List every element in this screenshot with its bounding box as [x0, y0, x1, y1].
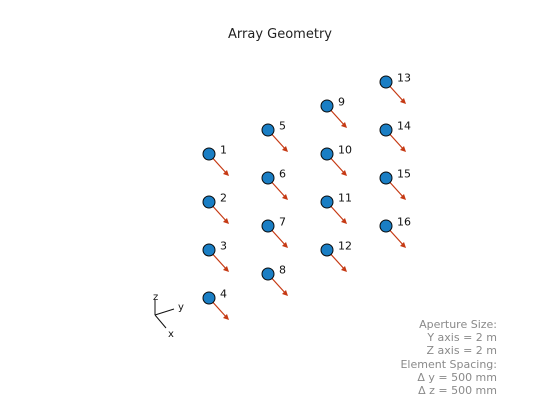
- array-element: 6: [261, 168, 288, 200]
- element-arrowhead: [400, 146, 406, 152]
- axes-triad: z y x: [153, 292, 184, 340]
- element-marker: [261, 123, 275, 137]
- element-arrowhead: [223, 266, 229, 272]
- array-element: 9: [320, 96, 347, 128]
- element-marker: [320, 99, 334, 113]
- array-element: 1: [202, 144, 229, 176]
- triad-x-label: x: [168, 329, 174, 340]
- element-marker: [261, 219, 275, 233]
- element-spacing-heading: Element Spacing:: [400, 357, 497, 371]
- triad-x-axis: [154, 314, 167, 329]
- element-label: 10: [338, 144, 352, 157]
- array-element: 13: [379, 72, 411, 104]
- element-arrowhead: [223, 218, 229, 224]
- element-marker: [379, 171, 393, 185]
- element-label: 16: [397, 216, 411, 229]
- aperture-y-axis: Y axis = 2 m: [427, 331, 497, 345]
- element-marker: [261, 171, 275, 185]
- array-element: 12: [320, 240, 352, 272]
- element-arrowhead: [400, 98, 406, 104]
- element-label: 3: [220, 240, 227, 253]
- element-marker: [202, 243, 216, 257]
- element-arrowhead: [282, 146, 288, 152]
- element-arrowhead: [223, 170, 229, 176]
- element-arrowhead: [223, 314, 229, 320]
- element-arrowhead: [341, 218, 347, 224]
- element-marker: [379, 219, 393, 233]
- array-element: 7: [261, 216, 288, 248]
- aperture-size-heading: Aperture Size:: [419, 318, 497, 331]
- element-marker: [202, 195, 216, 209]
- triad-y-axis: [154, 308, 175, 316]
- element-marker: [320, 195, 334, 209]
- element-label: 4: [220, 288, 227, 301]
- element-marker: [261, 267, 275, 281]
- element-arrowhead: [341, 266, 347, 272]
- array-element: 16: [379, 216, 411, 248]
- element-marker: [320, 147, 334, 161]
- array-element: 10: [320, 144, 352, 176]
- element-label: 15: [397, 168, 411, 181]
- element-label: 7: [279, 216, 286, 229]
- element-marker: [202, 147, 216, 161]
- element-label: 9: [338, 96, 345, 109]
- element-arrowhead: [400, 242, 406, 248]
- array-element: 15: [379, 168, 411, 200]
- array-element: 5: [261, 120, 288, 152]
- triad-y-label: y: [178, 302, 184, 313]
- array-element: 2: [202, 192, 229, 224]
- element-label: 14: [397, 120, 411, 133]
- element-arrowhead: [282, 194, 288, 200]
- element-label: 6: [279, 168, 286, 181]
- spacing-delta-z: Δ z = 500 mm: [418, 384, 497, 398]
- element-label: 5: [279, 120, 286, 133]
- array-element: 4: [202, 288, 229, 320]
- element-arrowhead: [282, 290, 288, 296]
- element-arrowhead: [341, 122, 347, 128]
- array-element: 3: [202, 240, 229, 272]
- array-element: 8: [261, 264, 288, 296]
- array-element: 11: [320, 192, 352, 224]
- element-label: 8: [279, 264, 286, 277]
- element-marker: [320, 243, 334, 257]
- aperture-z-axis: Z axis = 2 m: [426, 344, 498, 358]
- element-marker: [202, 291, 216, 305]
- array-element: 14: [379, 120, 411, 152]
- plot-title: Array Geometry: [228, 27, 332, 42]
- element-label: 1: [220, 144, 227, 157]
- array-info-panel: Aperture Size: Y axis = 2 m Z axis = 2 m…: [400, 318, 497, 397]
- triad-z-label: z: [153, 292, 158, 303]
- spacing-delta-y: Δ y = 500 mm: [417, 370, 497, 384]
- element-label: 11: [338, 192, 352, 205]
- element-arrowhead: [341, 170, 347, 176]
- element-label: 13: [397, 72, 411, 85]
- element-label: 12: [338, 240, 352, 253]
- element-marker: [379, 75, 393, 89]
- element-marker: [379, 123, 393, 137]
- element-label: 2: [220, 192, 227, 205]
- element-arrowhead: [282, 242, 288, 248]
- element-arrowhead: [400, 194, 406, 200]
